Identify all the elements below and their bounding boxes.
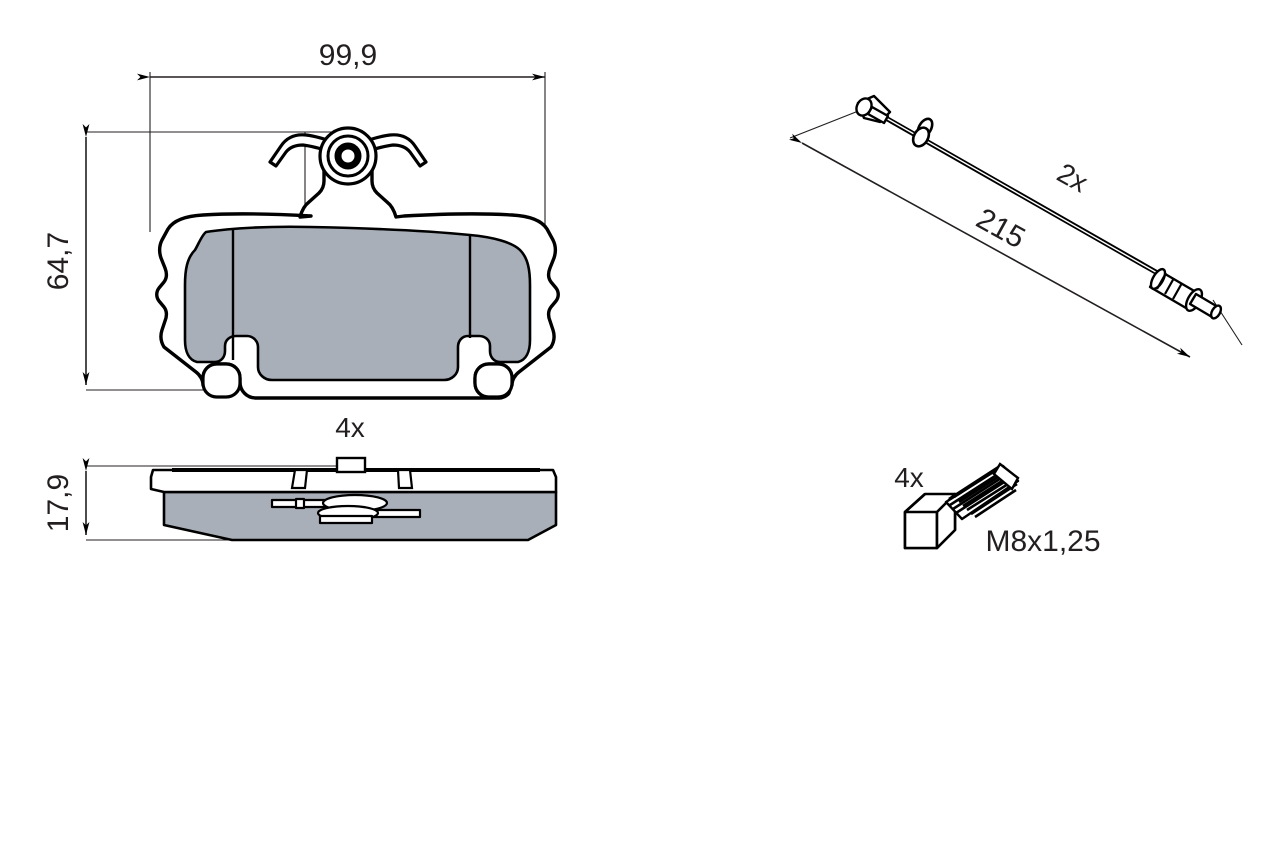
thickness-dimension-label: 17,9 — [42, 474, 75, 532]
sensor-plug-end — [1148, 267, 1223, 320]
pad-friction-material — [183, 225, 532, 382]
spring-clip-bore — [334, 142, 362, 170]
width-dimension-label: 99,9 — [319, 39, 377, 72]
bolt-quantity-label: 4x — [894, 462, 924, 493]
sensor-cable-wire-highlight — [885, 117, 1167, 279]
bolt-thread-label: M8x1,25 — [985, 525, 1100, 558]
side-view-backing-plate — [149, 468, 558, 494]
side-view-notch-left — [290, 468, 309, 490]
pad-bottom-right-tab — [473, 362, 514, 399]
bolt-group: 4x M8x1,25 — [894, 462, 1100, 558]
pad-front-view-group: 99,9 64,7 4x — [42, 39, 560, 443]
side-view-center-tab — [335, 456, 367, 474]
side-view-notch-right — [396, 468, 414, 490]
bolt-thread-lines — [948, 464, 1018, 519]
sensor-cable-grommet — [911, 117, 934, 148]
front-view-quantity-label: 4x — [335, 412, 365, 443]
bolt-shank-tip — [992, 462, 1020, 491]
sensor-connector-head — [855, 94, 892, 125]
pad-side-view-group: 17,9 — [42, 456, 558, 542]
side-view-wire-spring — [270, 493, 422, 525]
height-dimension-label: 64,7 — [42, 232, 75, 290]
pad-bottom-left-tab — [201, 362, 242, 399]
sensor-length-dimension-line — [788, 133, 1191, 358]
